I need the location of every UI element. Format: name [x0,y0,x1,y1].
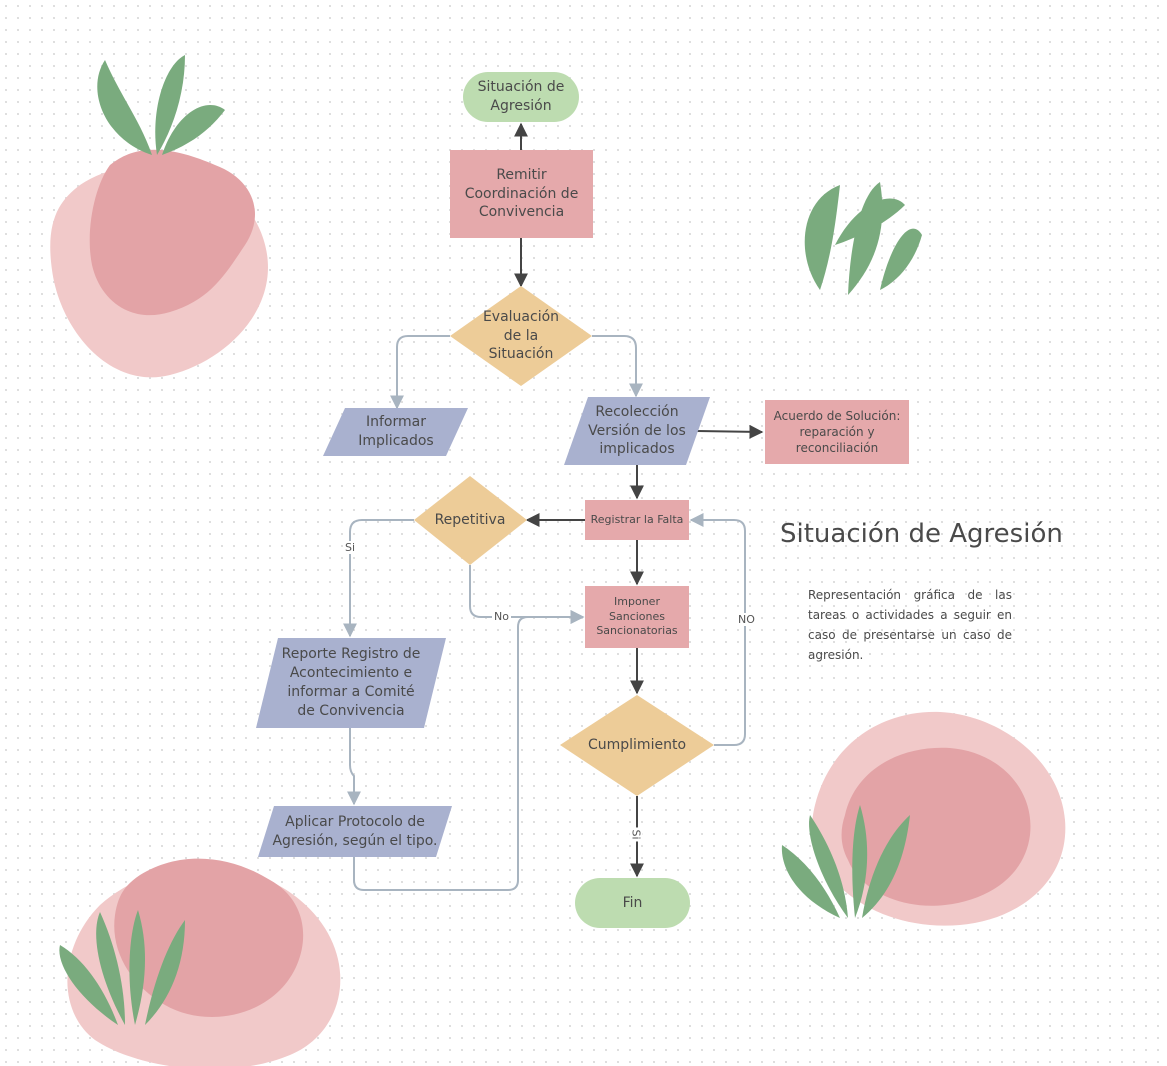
start-label: Situación de Agresión [477,79,565,114]
repetitiva-label: Repetitiva [434,511,506,528]
recoleccion-label: Recolección Versión de los implicados [588,403,686,458]
connector-repetitiva-reporte [343,519,414,638]
acuerdo-label: Acuerdo de Solución: reparación y reconc… [773,408,901,456]
cumplimiento-label: Cumplimiento [587,736,687,753]
remitir-label: Remitir Coordinación de Convivencia [464,166,579,221]
registrar-label: Registrar la Falta [590,512,684,526]
diagram-description: Representación gráfica de las tareas o a… [808,588,1012,662]
edge-label-si-cumplimiento: Si [629,827,643,842]
evaluacion-label: Evaluación de la Situación [482,308,560,363]
reporte-io[interactable] [256,638,446,728]
leaf-icon [145,920,185,1025]
diagram-title: Situación de Agresión [780,519,1063,549]
connector-repetitiva-imponer [469,565,585,624]
leaf-icon [162,105,225,155]
connector-aplicar-imponer [353,610,585,891]
remitir-process[interactable] [450,150,593,238]
imponer-process[interactable] [585,586,689,648]
informar-io[interactable] [323,408,468,456]
blob-dark [89,149,255,316]
fin-label: Fin [622,894,643,911]
fin-terminator[interactable] [575,878,690,928]
acuerdo-process[interactable] [765,400,909,464]
leaf-icon [852,805,868,918]
leaf-icon [96,912,125,1025]
connectors [343,122,764,891]
leaf-icon [835,198,905,245]
start-terminator[interactable] [463,72,579,122]
aplicar-label: Aplicar Protocolo de Agresión, según el … [272,813,438,849]
edge-label-si-repetitiva: Si [343,541,358,554]
decoration-bottom-right [781,711,1066,926]
decoration-bottom-left [59,858,341,1066]
connector-cumplimiento-registrar [689,513,746,746]
connector-evaluacion-informar [390,335,450,410]
leaf-icon [809,815,848,918]
leaf-icon [880,228,922,290]
registrar-process[interactable] [585,500,689,540]
cumplimiento-decision[interactable] [560,695,714,796]
aplicar-io[interactable] [258,806,452,857]
leaf-icon [129,910,146,1025]
connector-evaluacion-recoleccion [592,335,643,398]
evaluacion-decision[interactable] [450,286,592,386]
connector-recoleccion-acuerdo [696,424,764,439]
connector-reporte-aplicar [347,728,361,806]
leaf-icon [59,945,118,1025]
repetitiva-decision[interactable] [414,476,527,565]
leaf-icon [848,182,883,295]
decoration-top-left [50,55,268,378]
recoleccion-io[interactable] [564,397,710,465]
leaf-icon [862,815,910,918]
edge-label-no-cumplimiento: NO [736,613,757,626]
reporte-label: Reporte Registro de Acontecimiento e inf… [281,646,421,719]
imponer-label: Imponer Sanciones Sancionatorias [596,594,678,638]
leaf-icon [804,185,840,290]
leaf-icon [781,845,840,918]
decoration-top-right [804,182,922,295]
leaf-icon [97,60,152,155]
informar-label: Informar Implicados [358,414,434,449]
edge-label-no-repetitiva: No [492,610,511,623]
leaf-icon [155,55,185,155]
